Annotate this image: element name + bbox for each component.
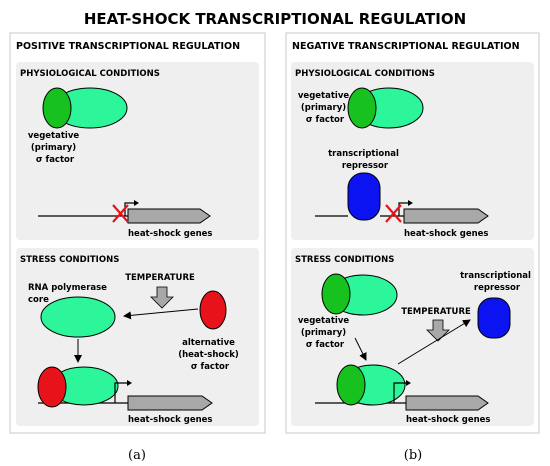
left-promoter-arrow-top: [124, 202, 134, 216]
right-promoter-arrow-top: [398, 202, 408, 216]
right-blocked-x-icon: [385, 204, 402, 223]
right-repressor-released: [477, 297, 511, 339]
right-gene-top: [403, 208, 489, 224]
negative-regulation-panel: NEGATIVE TRANSCRIPTIONAL REGULATION PHYS…: [285, 32, 540, 463]
right-gene-bottom: [405, 395, 489, 411]
right-promoter-arrowhead-bottom: [406, 380, 411, 386]
right-caption: (b): [404, 448, 422, 463]
right-promoter-arrowhead-top: [408, 200, 413, 206]
right-sigma-label: vegetative (primary) σ factor: [298, 91, 352, 125]
left-genes-label-top: heat-shock genes: [128, 229, 212, 239]
left-sigma-label: vegetative (primary) σ factor: [28, 131, 82, 165]
left-physiological-title: PHYSIOLOGICAL CONDITIONS: [20, 69, 160, 79]
right-temperature-arrow: [426, 319, 450, 342]
right-holo-primary-sigma: [336, 364, 366, 406]
left-gene-bottom: [127, 395, 213, 411]
left-promoter-arrow-bottom: [114, 382, 127, 403]
right-promoter-arrow-bottom: [393, 382, 406, 403]
left-temperature-label: TEMPERATURE: [125, 273, 195, 283]
left-caption: (a): [128, 448, 146, 463]
left-promoter-arrowhead-top: [134, 200, 139, 206]
right-sigma-label-stress: vegetative (primary) σ factor: [298, 316, 352, 350]
right-repressor-label: transcriptional repressor: [328, 149, 402, 171]
right-genes-label-bottom: heat-shock genes: [406, 415, 490, 425]
left-promoter-arrowhead-bottom: [127, 380, 132, 386]
right-primary-sigma-stress-top: [321, 273, 351, 315]
right-sigma-down-arrow: [354, 337, 367, 361]
right-physiological-title: PHYSIOLOGICAL CONDITIONS: [295, 69, 435, 79]
right-primary-sigma: [347, 87, 377, 129]
left-primary-sigma: [42, 87, 72, 129]
left-alt-sigma-label: alternative (heat-shock) σ factor: [178, 338, 242, 372]
left-core-free: [40, 296, 116, 338]
left-header: POSITIVE TRANSCRIPTIONAL REGULATION: [16, 41, 240, 52]
left-stress-title: STRESS CONDITIONS: [20, 255, 119, 265]
right-stress-title: STRESS CONDITIONS: [295, 255, 394, 265]
right-repressor-bound: [347, 172, 381, 221]
main-title: HEAT-SHOCK TRANSCRIPTIONAL REGULATION: [84, 10, 466, 28]
left-sigma-binding-arrow: [123, 308, 199, 320]
left-alt-sigma-free: [199, 290, 227, 330]
right-genes-label-top: heat-shock genes: [404, 229, 488, 239]
left-blocked-x-icon: [112, 204, 129, 223]
right-header: NEGATIVE TRANSCRIPTIONAL REGULATION: [292, 41, 520, 52]
left-temperature-arrow: [150, 286, 174, 309]
right-repressor-label-stress: transcriptional repressor: [460, 271, 534, 293]
positive-regulation-panel: POSITIVE TRANSCRIPTIONAL REGULATION PHYS…: [9, 32, 266, 463]
left-genes-label-bottom: heat-shock genes: [128, 415, 212, 425]
left-gene-top: [127, 208, 211, 224]
left-core-label: RNA polymerase core: [28, 283, 110, 305]
left-holo-alt-sigma: [37, 366, 67, 408]
right-temperature-label: TEMPERATURE: [401, 307, 471, 317]
right-repressor-release-arrow: [397, 319, 471, 365]
